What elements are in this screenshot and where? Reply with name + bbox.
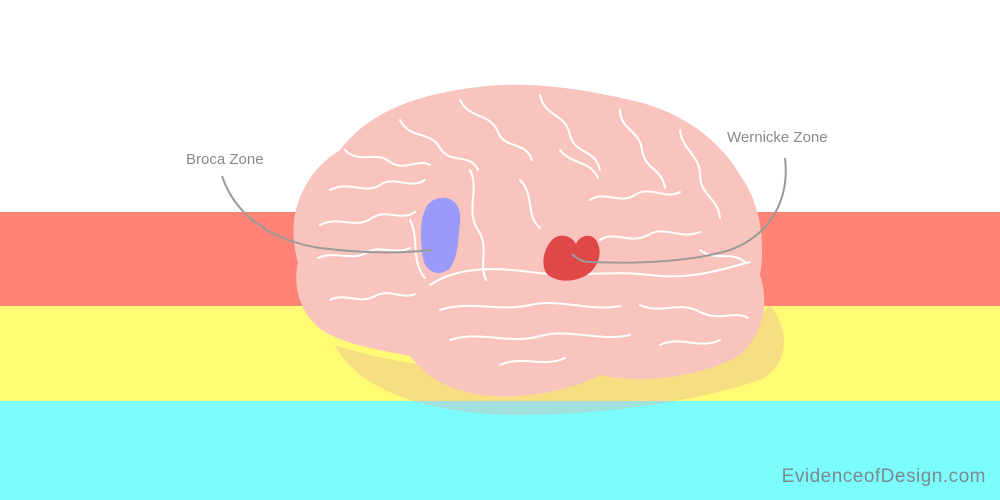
wernicke-zone-label: Wernicke Zone xyxy=(727,129,828,146)
broca-zone xyxy=(420,197,461,273)
brain-shadow xyxy=(335,305,784,415)
brain xyxy=(293,84,765,397)
watermark: EvidenceofDesign.com xyxy=(781,466,986,487)
background-band-cyan xyxy=(0,401,1000,500)
broca-zone-label: Broca Zone xyxy=(186,151,264,168)
brain-gyri xyxy=(317,94,751,366)
wernicke-leader-line xyxy=(571,157,787,264)
broca-leader-line xyxy=(221,175,433,254)
wernicke-zone xyxy=(543,235,600,281)
